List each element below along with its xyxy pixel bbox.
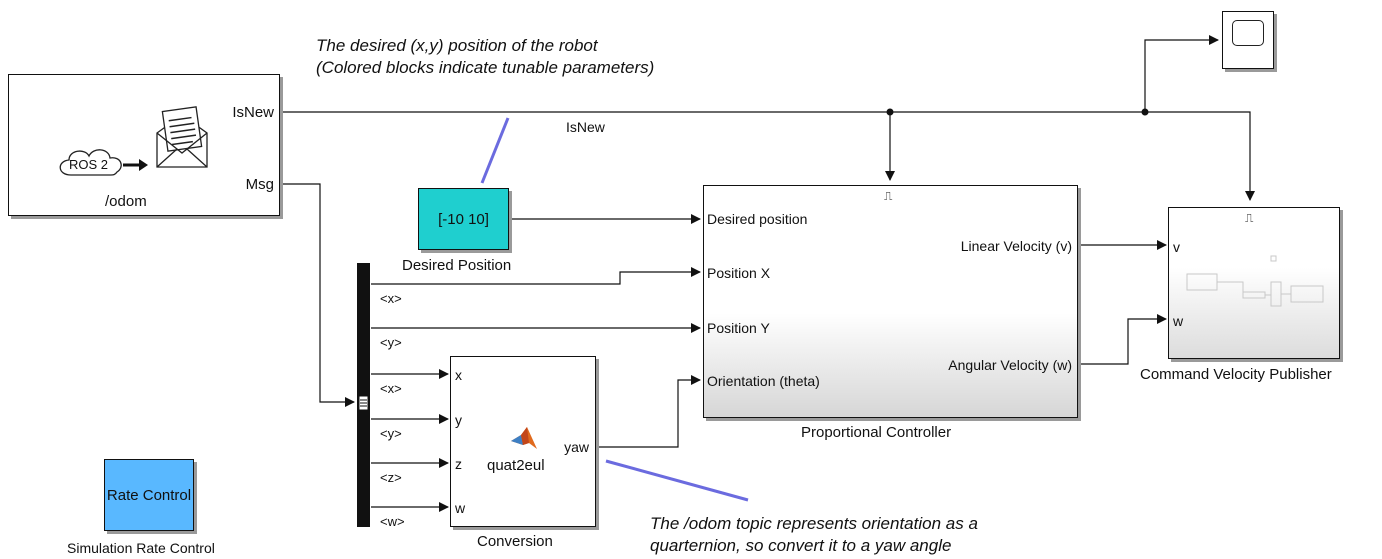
isnew-line (282, 111, 1255, 201)
cloud-icon (59, 149, 148, 176)
proportional-controller-block[interactable]: ⎍ Desired position Position X Position Y… (703, 185, 1078, 418)
conversion-function: quat2eul (487, 457, 545, 474)
trigger-icon: ⎍ (884, 189, 893, 203)
callout-line-desired (480, 117, 510, 184)
publisher-label: Command Velocity Publisher (1140, 366, 1332, 383)
scope-icon (1232, 20, 1264, 46)
odom-subscriber-block[interactable]: ROS 2 /odom IsNew Msg (8, 74, 280, 216)
ctrl-input-desired: Desired position (707, 211, 808, 227)
ctrl-output-angular: Angular Velocity (w) (948, 357, 1072, 373)
bus-output-4: <z> (380, 470, 402, 485)
isnew-signal-label: IsNew (566, 119, 605, 135)
rate-control-text: Rate Control (106, 486, 192, 504)
branch-point (886, 108, 894, 116)
ctrl-input-posx: Position X (707, 265, 771, 281)
desired-position-note: The desired (x,y) position of the robot … (316, 35, 654, 79)
conv-output-yaw: yaw (564, 439, 589, 455)
bus-output-0: <x> (380, 291, 402, 306)
wire-yaw (598, 375, 701, 448)
wire-w (1080, 314, 1167, 365)
envelope-icon (156, 106, 208, 168)
conv-input-w: w (455, 500, 466, 516)
matlab-icon (511, 427, 537, 449)
odom-orientation-note: The /odom topic represents orientation a… (650, 513, 978, 557)
rate-control-label: Simulation Rate Control (67, 540, 215, 556)
scope-block[interactable] (1222, 11, 1274, 69)
conversion-label: Conversion (477, 533, 553, 550)
command-velocity-publisher-block[interactable]: ⎍ v w (1168, 207, 1340, 359)
desired-position-label: Desired Position (402, 257, 512, 274)
pub-input-w: w (1173, 313, 1184, 329)
desired-position-value: [-10 10] (438, 210, 489, 228)
desired-note-line2: (Colored blocks indicate tunable paramet… (316, 58, 655, 77)
conversion-block[interactable]: x y z w yaw quat2eul (450, 356, 596, 527)
desired-note-line1: The desired (x,y) position of the robot (316, 36, 598, 55)
branch-point (1141, 108, 1149, 116)
subscriber-topic: /odom (105, 193, 147, 210)
port-msg: Msg (245, 176, 274, 193)
isnew-branch-scope (1144, 35, 1219, 112)
bus-output-3: <y> (380, 426, 402, 441)
ctrl-output-linear: Linear Velocity (v) (960, 238, 1072, 254)
conv-input-z: z (455, 456, 462, 472)
pub-input-v: v (1173, 239, 1180, 255)
conv-input-x: x (455, 367, 462, 383)
bus-output-5: <w> (380, 514, 405, 529)
odom-note-line1: The /odom topic represents orientation a… (650, 514, 978, 533)
odom-note-line2: quarternion, so convert it to a yaw angl… (650, 536, 952, 555)
subsystem-preview-icon (1186, 255, 1324, 307)
bus-selector[interactable] (357, 263, 370, 527)
ctrl-input-orientation: Orientation (theta) (707, 373, 820, 389)
desired-position-block[interactable]: [-10 10] (418, 188, 509, 250)
wire-posx (371, 267, 701, 285)
rate-control-block[interactable]: Rate Control (104, 459, 194, 531)
callout-line-odom (605, 459, 749, 502)
controller-label: Proportional Controller (801, 424, 952, 441)
msg-line (282, 183, 355, 407)
port-isnew: IsNew (232, 104, 274, 121)
ros2-badge: ROS 2 (69, 157, 109, 172)
trigger-icon: ⎍ (1245, 211, 1254, 225)
bus-input-port (358, 395, 369, 411)
conv-input-y: y (455, 412, 462, 428)
bus-output-2: <x> (380, 381, 402, 396)
ctrl-input-posy: Position Y (707, 320, 770, 336)
bus-output-1: <y> (380, 335, 402, 350)
